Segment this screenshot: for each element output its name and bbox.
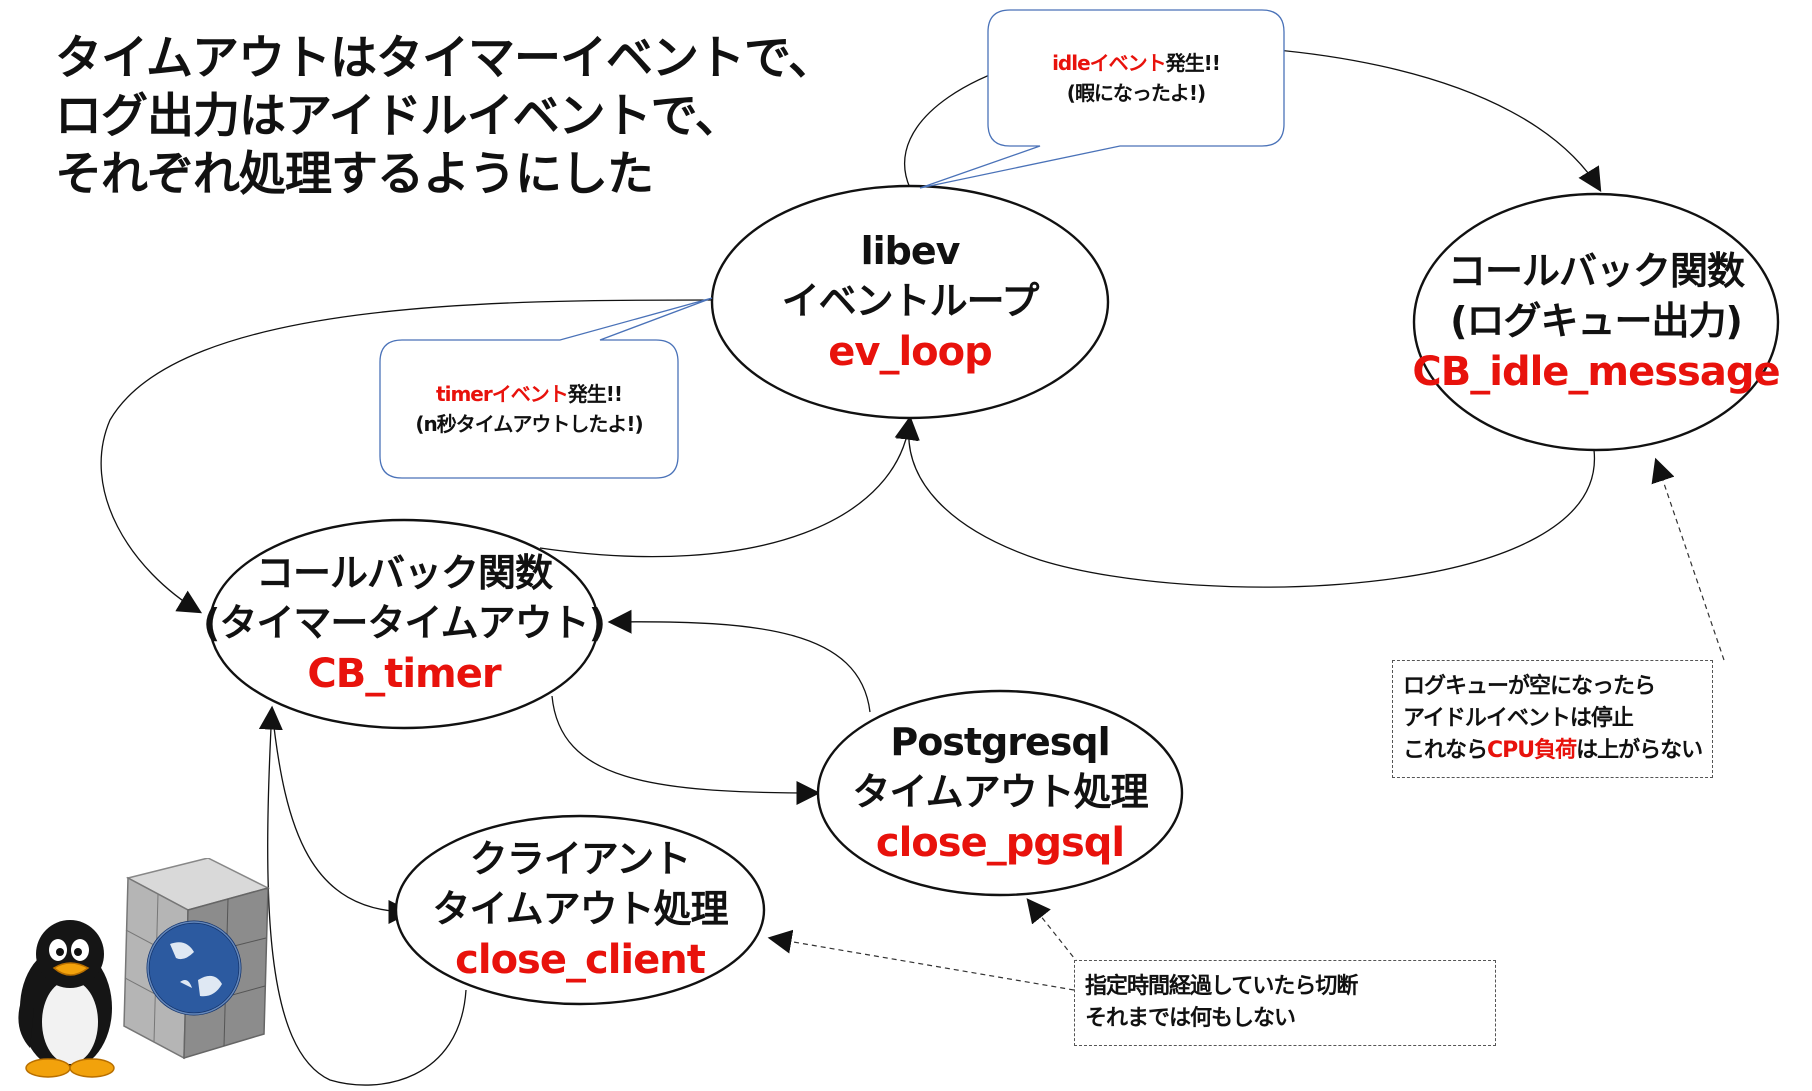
node-cb-idle-fn: CB_idle_message [1412, 349, 1780, 395]
callout-timer-shape [379, 297, 713, 479]
callout-timer-suffix: 発生!! [567, 382, 623, 406]
node-cb-idle: コールバック関数 (ログキュー出力) CB_idle_message [1412, 246, 1780, 398]
note-idle-line1: ログキューが空になったら [1403, 674, 1656, 699]
edge-timer-to-client [271, 709, 413, 924]
note-idle-line2: アイドルイベントは停止 [1403, 706, 1634, 731]
note-idle-line3: これならCPU負荷は上がらない [1403, 735, 1703, 767]
callout-idle-shape [919, 9, 1285, 189]
title-line-2: ログ出力はアイドルイベントで、 [55, 89, 742, 144]
callout-timer-line1: timerイベント発生!! [415, 379, 642, 409]
node-pgsql-line1: Postgresql [890, 720, 1110, 764]
node-cb-timer-line1: コールバック関数 [255, 551, 553, 595]
title-line-3: それぞれ処理するようにした [55, 147, 654, 202]
node-cb-timer-fn: CB_timer [307, 651, 501, 697]
diagram-title: タイムアウトはタイマーイベントで、 ログ出力はアイドルイベントで、 それぞれ処理… [55, 30, 835, 204]
note-timeout: 指定時間経過していたら切断 それまでは何もしない [1074, 960, 1496, 1046]
note-timeout-line2: それまでは何もしない [1085, 1006, 1296, 1031]
edge-timer-to-pgsql [551, 695, 821, 805]
node-ev-loop-line2: イベントループ [781, 279, 1040, 323]
edge-timer-to-loop [539, 415, 920, 558]
callout-idle-line1: idleイベント発生!! [1052, 48, 1221, 78]
node-client-fn: close_client [455, 937, 706, 983]
node-cb-idle-shape [1412, 192, 1780, 452]
node-cb-timer-line2: (タイマータイムアウト) [203, 601, 606, 645]
node-cb-idle-line1: コールバック関数 [1447, 249, 1745, 293]
node-ev-loop-fn: ev_loop [828, 329, 993, 375]
title-line-1: タイムアウトはタイマーイベントで、 [55, 31, 835, 86]
globe-cube-icon [123, 858, 271, 1060]
pointer-note-to-client [767, 929, 1075, 991]
callout-idle: idleイベント発生!! (暇になったよ!) [1052, 48, 1221, 108]
node-cb-idle-line2: (ログキュー出力) [1450, 299, 1743, 343]
edge-pgsql-to-timer [607, 609, 871, 713]
node-client-line1: クライアント [469, 837, 691, 881]
note-idle-line3-post: は上がらない [1576, 738, 1703, 763]
callout-timer: timerイベント発生!! (n秒タイムアウトしたよ!) [415, 379, 643, 439]
edge-client-to-timer [258, 705, 467, 1086]
callout-idle-event: idleイベント [1052, 51, 1167, 75]
node-ev-loop-shape [710, 184, 1110, 420]
node-ev-loop: libev イベントループ ev_loop [781, 226, 1040, 378]
edge-loop-to-timer [100, 299, 713, 614]
linux-server-logo [18, 858, 271, 1078]
note-idle: ログキューが空になったら アイドルイベントは停止 これならCPU負荷は上がらない [1392, 660, 1714, 778]
node-ev-loop-line1: libev [860, 229, 961, 273]
node-pgsql-fn: close_pgsql [875, 820, 1125, 866]
node-cb-timer-shape [208, 518, 600, 730]
node-pgsql-line2: タイムアウト処理 [852, 770, 1148, 814]
node-client-line2: タイムアウト処理 [432, 887, 728, 931]
node-client: クライアント タイムアウト処理 close_client [432, 834, 728, 986]
edge-idle-to-loop [894, 415, 1595, 588]
penguin-icon [18, 920, 115, 1078]
node-pgsql: Postgresql タイムアウト処理 close_pgsql [852, 717, 1148, 869]
note-idle-line3-pre: これなら [1403, 738, 1488, 763]
node-cb-timer: コールバック関数 (タイマータイムアウト) CB_timer [203, 548, 606, 700]
callout-timer-line2: (n秒タイムアウトしたよ!) [415, 412, 643, 436]
node-client-shape [394, 814, 766, 1006]
note-timeout-line1: 指定時間経過していたら切断 [1085, 974, 1358, 999]
callout-timer-event: timerイベント [436, 382, 569, 406]
node-pgsql-shape [816, 689, 1184, 897]
callout-idle-line2: (暇になったよ!) [1066, 81, 1206, 105]
pointer-idle-note [1651, 457, 1725, 661]
callout-idle-suffix: 発生!! [1165, 51, 1221, 75]
pointer-note-to-pgsql [1026, 898, 1091, 979]
note-idle-line3-red: CPU負荷 [1487, 738, 1577, 763]
